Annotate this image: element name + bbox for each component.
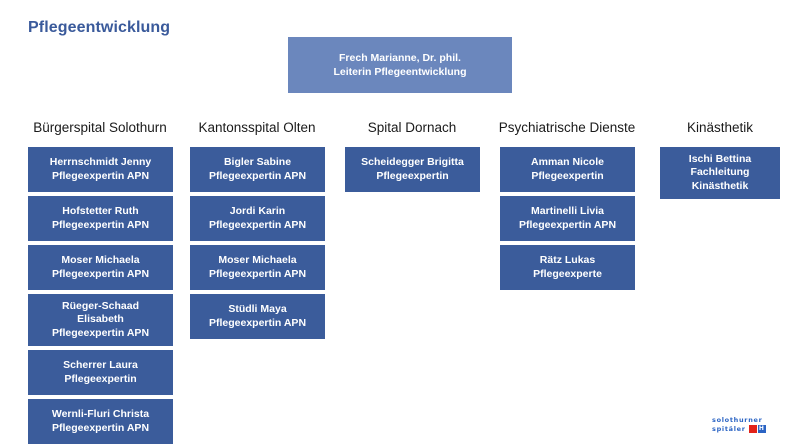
person-name: Herrnschmidt Jenny: [49, 156, 152, 168]
person-role: Pflegeexpertin APN: [208, 316, 307, 329]
person-name: Scherrer Laura: [63, 359, 138, 371]
column-header-1: Bürgerspital Solothurn: [33, 120, 167, 135]
person-role: Pflegeexpertin APN: [208, 218, 307, 231]
person-name: Moser Michaela: [218, 254, 297, 266]
column-header-4: Psychiatrische Dienste: [498, 120, 636, 135]
person-name: Amman Nicole: [531, 156, 604, 168]
person-name: Wernli-Fluri Christa: [51, 408, 150, 420]
person-role: Pflegeexpertin APN: [51, 218, 150, 231]
person-name-cont: Elisabeth: [77, 313, 124, 326]
person-name: Rüeger-Schaad: [61, 299, 140, 312]
person-role: Kinästhetik: [691, 179, 749, 192]
person-role: Pflegeexpertin: [531, 169, 604, 182]
person-role: Pflegeexperte: [533, 267, 602, 280]
person-name: Bigler Sabine: [223, 156, 292, 168]
person-name-cont: Fachleitung: [690, 166, 750, 179]
solothurner-spitaeler-logo: solothurner spitäler H: [712, 413, 788, 436]
person-role: Pflegeexpertin APN: [51, 267, 150, 280]
person-role: Pflegeexpertin APN: [51, 326, 150, 339]
column-header-5: Kinästhetik: [686, 120, 754, 135]
person-role: Pflegeexpertin APN: [208, 267, 307, 280]
logo-text-block: solothurner spitäler H: [712, 416, 766, 433]
logo-line-2-row: spitäler H: [712, 425, 766, 434]
person-role: Pflegeexpertin: [64, 372, 137, 385]
person-role: Pflegeexpertin APN: [51, 421, 150, 434]
column-header-3: Spital Dornach: [367, 120, 457, 135]
person-role: Pflegeexpertin: [376, 169, 449, 182]
logo-line-1: solothurner: [712, 416, 763, 424]
person-name: Hofstetter Ruth: [62, 205, 139, 217]
person-role: Pflegeexpertin APN: [51, 169, 150, 182]
person-name: Scheidegger Brigitta: [361, 156, 464, 168]
logo-mark-icons: H: [748, 424, 766, 433]
logo-mark-hospital-icon: H: [757, 424, 766, 433]
person-name: Jordi Karin: [229, 205, 286, 217]
person-name: Stüdli Maya: [228, 303, 287, 315]
root-node-role: Leiterin Pflegeentwicklung: [333, 66, 467, 78]
person-name: Martinelli Livia: [531, 205, 604, 217]
person-name: Rätz Lukas: [539, 254, 596, 266]
person-name: Moser Michaela: [61, 254, 140, 266]
column-header-2: Kantonsspital Olten: [198, 120, 316, 135]
page-title: Pflegeentwicklung: [28, 19, 171, 36]
root-node-name: Frech Marianne, Dr. phil.: [339, 52, 461, 64]
person-role: Pflegeexpertin APN: [518, 218, 617, 231]
person-role: Pflegeexpertin APN: [208, 169, 307, 182]
logo-line-2: spitäler: [712, 424, 746, 433]
root-node-frech-marianne: Frech Marianne, Dr. phil. Leiterin Pfleg…: [288, 37, 512, 93]
person-name: Ischi Bettina: [688, 152, 752, 165]
logo-mark-red-icon: [748, 424, 757, 433]
